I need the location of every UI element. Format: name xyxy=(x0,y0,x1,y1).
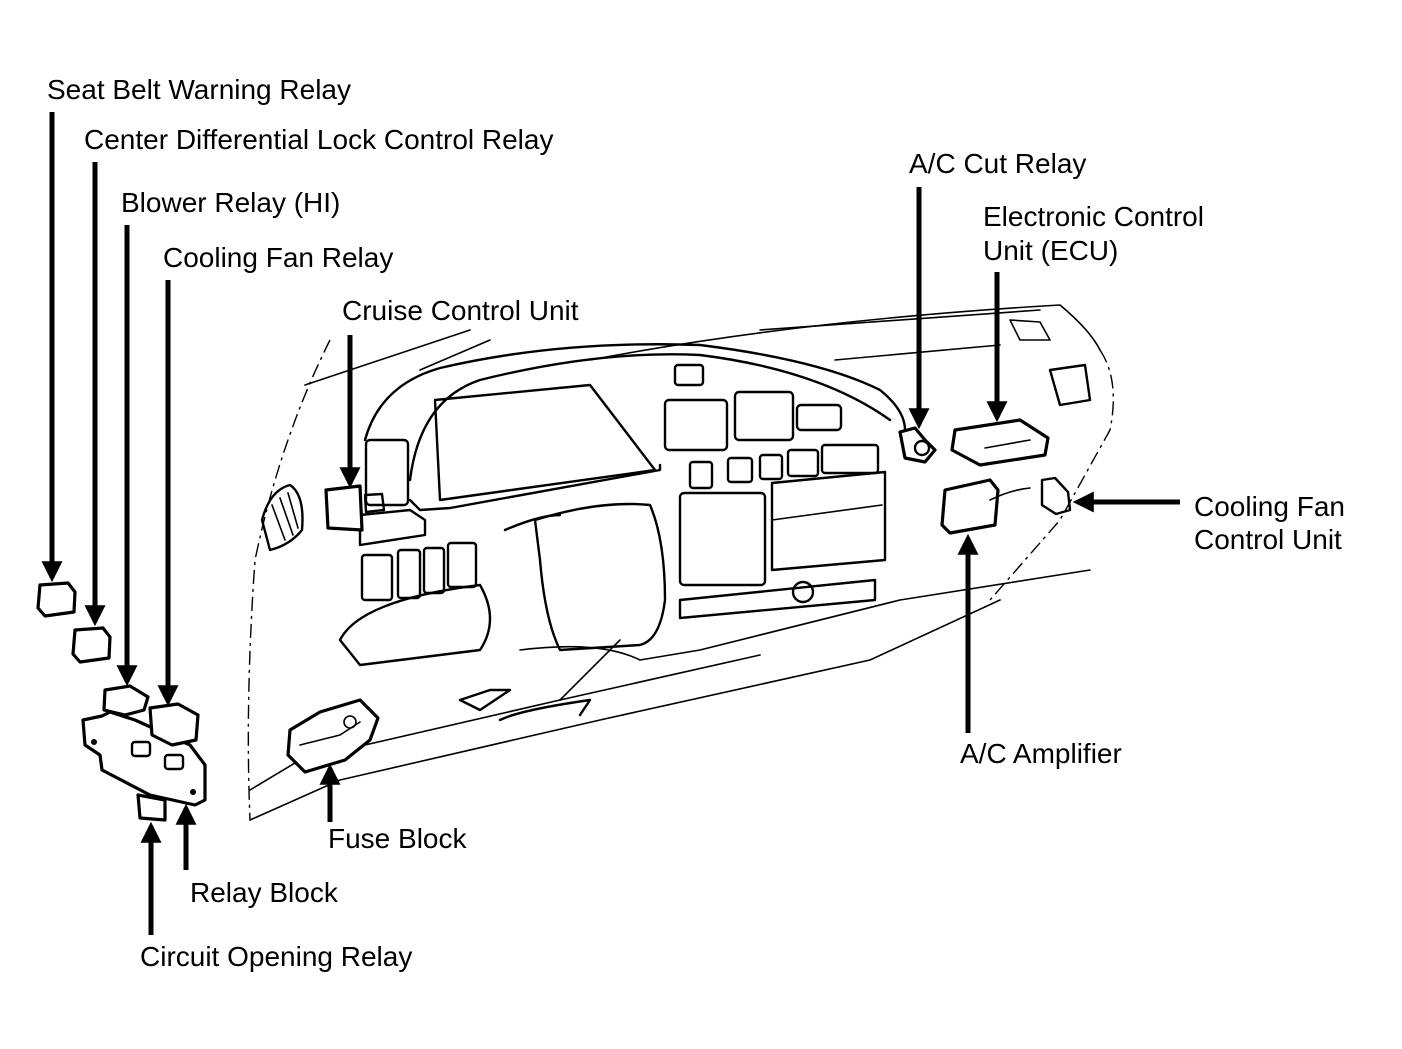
label-relay-block: Relay Block xyxy=(190,877,339,908)
lower-left-pocket xyxy=(338,583,492,667)
switch-bar xyxy=(358,508,427,547)
mount-hole-right xyxy=(190,789,196,795)
defroster-vent xyxy=(1009,319,1051,341)
dash-left-edge xyxy=(247,339,331,821)
cruise-control-unit xyxy=(324,484,364,532)
lower-bezel xyxy=(678,578,877,620)
label-blower-relay-hi: Blower Relay (HI) xyxy=(121,187,340,218)
lower-dash-edge xyxy=(249,599,1001,821)
center-differential-lock-control-relay xyxy=(71,626,112,664)
label-ecu-line2: Unit (ECU) xyxy=(983,235,1118,266)
seat-belt-warning-relay xyxy=(36,581,77,618)
button-4 xyxy=(786,448,820,478)
relay-block-assembly xyxy=(36,581,207,822)
cooling-fan-relay-box xyxy=(148,702,200,747)
label-ac-amplifier: A/C Amplifier xyxy=(960,738,1122,769)
center-display xyxy=(533,502,667,652)
glovebox-top xyxy=(519,569,1091,661)
windshield-edge xyxy=(304,329,471,386)
dash-right-edge xyxy=(989,349,1114,601)
lower-slot-2 xyxy=(498,698,592,722)
ac-amplifier-cable xyxy=(989,487,1031,501)
blower-relay-hi xyxy=(102,684,150,717)
switch-2 xyxy=(396,548,422,600)
fuse-block-screw xyxy=(343,715,357,729)
cluster-bottom xyxy=(408,463,662,512)
switch-1 xyxy=(360,553,394,602)
cluster-hood-inner xyxy=(408,353,892,482)
radio-panel-right xyxy=(770,470,887,572)
relay-block-connector-1 xyxy=(130,740,152,758)
lower-slot-1 xyxy=(458,688,512,712)
label-circuit-opening-relay: Circuit Opening Relay xyxy=(140,941,412,972)
knee-pad-line xyxy=(249,654,761,791)
button-5 xyxy=(820,443,880,475)
vent-louvers xyxy=(271,492,299,541)
label-ecu-line1: Electronic Control xyxy=(983,201,1204,232)
hazard-switch xyxy=(673,363,705,387)
switch-panel-left xyxy=(364,438,410,507)
button-1 xyxy=(688,460,714,490)
label-ac-cut-relay: A/C Cut Relay xyxy=(909,148,1086,179)
dash-top-right xyxy=(589,304,1101,361)
center-block-2 xyxy=(733,390,795,442)
radio-panel-left xyxy=(678,491,767,587)
label-cruise-control-unit: Cruise Control Unit xyxy=(342,295,579,326)
ecu-line xyxy=(984,439,1031,449)
label-center-differential-lock-control-relay: Center Differential Lock Control Relay xyxy=(84,124,553,155)
cruise-connector xyxy=(363,492,386,514)
glovebox-diag xyxy=(559,639,621,701)
button-3 xyxy=(758,453,784,481)
label-cooling-fan-control-unit-line2: Control Unit xyxy=(1194,524,1342,555)
leader-arrows xyxy=(41,112,1180,935)
mount-hole-left xyxy=(91,739,97,745)
center-display-rim xyxy=(503,513,562,532)
label-fuse-block: Fuse Block xyxy=(328,823,467,854)
ecu xyxy=(950,418,1050,467)
label-cooling-fan-relay: Cooling Fan Relay xyxy=(163,242,393,273)
center-block-1 xyxy=(663,398,729,452)
ac-amplifier xyxy=(940,478,1000,535)
labels: Seat Belt Warning Relay Center Different… xyxy=(47,74,1345,972)
cluster-panel xyxy=(433,383,657,502)
button-2 xyxy=(726,456,754,484)
knob xyxy=(791,580,815,604)
ac-cut-relay-connector xyxy=(913,439,931,457)
label-seat-belt-warning-relay: Seat Belt Warning Relay xyxy=(47,74,351,105)
relay-block-connector-2 xyxy=(163,753,185,771)
right-air-vent xyxy=(1048,363,1092,407)
switch-3 xyxy=(422,546,446,595)
fuse-block-assembly xyxy=(286,698,380,774)
ac-cut-relay xyxy=(898,426,937,464)
left-air-vent xyxy=(260,483,304,552)
circuit-opening-relay xyxy=(136,793,167,822)
label-cooling-fan-control-unit-line1: Cooling Fan xyxy=(1194,491,1345,522)
upper-dash-line xyxy=(419,339,491,371)
cooling-fan-control-unit xyxy=(1040,476,1072,516)
switch-4 xyxy=(446,541,478,589)
cluster-hood-outer xyxy=(363,343,907,442)
radio-divider xyxy=(771,504,883,521)
center-block-3 xyxy=(795,403,843,432)
